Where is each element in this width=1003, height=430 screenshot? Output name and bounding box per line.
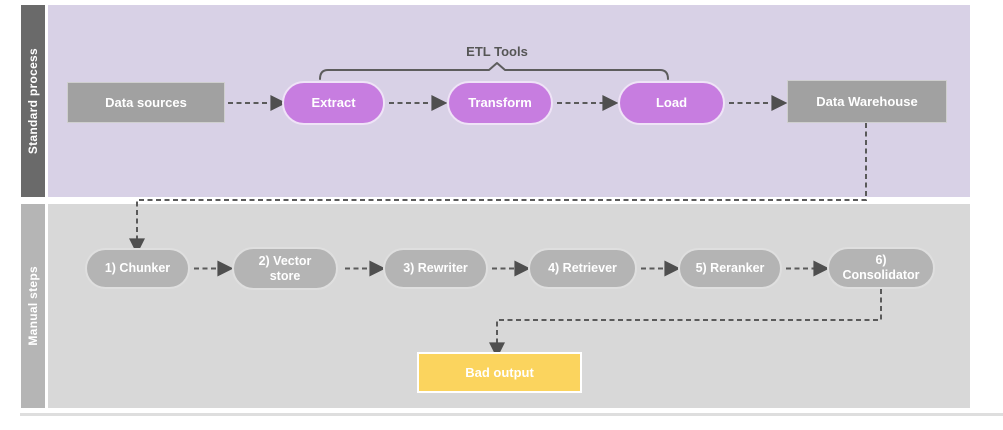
node-data-sources: Data sources: [67, 82, 225, 123]
lane-label-standard-process: Standard process: [26, 47, 40, 155]
node-data-warehouse: Data Warehouse: [787, 80, 947, 123]
node-chunker: 1) Chunker: [85, 248, 190, 289]
node-rewriter: 3) Rewriter: [383, 248, 488, 289]
lane-header-standard-process: Standard process: [21, 5, 45, 197]
node-retriever: 4) Retriever: [528, 248, 637, 289]
node-load: Load: [618, 81, 725, 125]
node-reranker: 5) Reranker: [678, 248, 782, 289]
node-bad-output: Bad output: [417, 352, 582, 393]
lane-header-manual-steps: Manual steps: [21, 204, 45, 408]
node-transform: Transform: [447, 81, 553, 125]
lane-label-manual-steps: Manual steps: [26, 266, 40, 346]
node-consolidator: 6) Consolidator: [827, 247, 935, 289]
etl-tools-label: ETL Tools: [466, 44, 528, 59]
page-divider-line: [20, 413, 1003, 416]
node-vector-store: 2) Vector store: [232, 247, 338, 290]
node-extract: Extract: [282, 81, 385, 125]
